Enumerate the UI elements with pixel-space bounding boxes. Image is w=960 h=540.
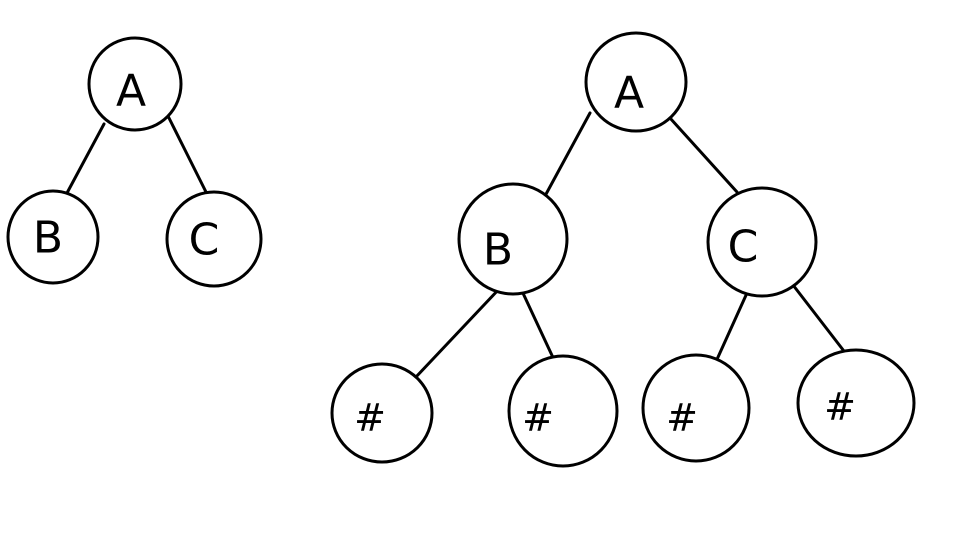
tree-node-c: C xyxy=(165,190,263,288)
node-label: # xyxy=(824,385,856,429)
tree-node-null: # xyxy=(330,362,434,464)
node-label: # xyxy=(354,396,386,440)
edge-b-hash xyxy=(520,289,558,366)
edge-a-b xyxy=(65,122,106,195)
node-label: # xyxy=(522,396,554,440)
tree-node-null: # xyxy=(796,348,916,458)
node-label: B xyxy=(483,225,513,276)
tree-node-a: A xyxy=(584,31,688,133)
tree-node-b: B xyxy=(457,182,569,296)
node-label: # xyxy=(666,396,698,440)
tree-node-c: C xyxy=(706,186,818,298)
edge-c-hash xyxy=(791,283,849,357)
tree-node-a: A xyxy=(87,36,183,132)
edge-a-c xyxy=(166,114,209,196)
tree-node-null: # xyxy=(641,353,751,463)
node-label: A xyxy=(614,68,644,119)
tree-original: A B C xyxy=(6,36,263,288)
edge-a-b xyxy=(543,111,592,198)
tree-node-null: # xyxy=(507,354,619,468)
node-label: B xyxy=(33,213,63,264)
edge-c-hash xyxy=(712,291,749,368)
node-label: C xyxy=(189,215,220,266)
node-label: C xyxy=(728,222,759,273)
node-label: A xyxy=(116,66,146,117)
edge-b-hash xyxy=(413,286,502,380)
edge-a-c xyxy=(668,116,739,194)
tree-extended: A B C # # # # xyxy=(330,31,916,468)
tree-node-b: B xyxy=(6,189,100,285)
